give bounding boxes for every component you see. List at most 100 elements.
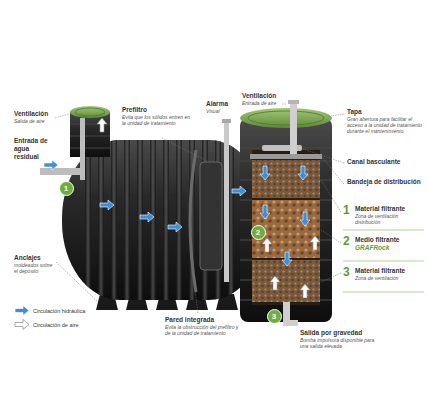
treatment-unit	[290, 102, 297, 154]
treatment-unit	[252, 160, 320, 198]
leader-lines	[195, 290, 198, 313]
hydraulic-flow-arrows	[232, 186, 246, 196]
part-note: Entrada de aire	[242, 100, 286, 106]
treatment-unit	[250, 154, 322, 159]
callout-number: 1	[64, 184, 68, 193]
part-title: Ventilación	[14, 110, 59, 118]
treatment-unit	[320, 239, 332, 240]
leader-lines	[321, 230, 341, 243]
treatment-unit	[240, 299, 252, 300]
treatment-unit	[320, 219, 332, 220]
layer-number: 1	[343, 204, 354, 216]
treatment-unit	[240, 259, 252, 260]
part-note: Bomba impulsora disponible para una sali…	[300, 337, 380, 349]
treatment-unit	[240, 134, 332, 135]
treatment-unit	[240, 160, 252, 161]
air-flow-arrows	[262, 238, 272, 252]
part-note: Evita que los sólidos entren en la unida…	[122, 114, 194, 126]
treatment-unit	[240, 199, 252, 200]
air-flow-arrows	[270, 276, 280, 290]
legend-arrow	[15, 320, 29, 330]
treatment-unit	[248, 111, 324, 125]
septic-tank	[62, 140, 267, 300]
hydraulic-flow-arrows	[168, 222, 182, 232]
treatment-unit	[320, 299, 332, 300]
septic-tank	[137, 140, 143, 300]
leader-lines	[303, 149, 344, 163]
septic-tank	[62, 140, 267, 300]
septic-tank	[200, 162, 222, 270]
air-flow-arrows	[300, 284, 310, 298]
legend-text: Circulación de aire	[33, 322, 79, 328]
callout-circle: 1	[59, 181, 74, 196]
alarm-pipe	[222, 119, 231, 123]
part-title: Ventilación	[242, 92, 286, 100]
septic-tank	[176, 140, 182, 300]
alarm-pipe	[224, 122, 229, 282]
brand-name: GRAFRock	[355, 244, 423, 252]
section-separators	[343, 261, 424, 262]
section-separators	[343, 292, 424, 293]
treatment-unit	[240, 108, 332, 128]
treatment-unit	[252, 260, 320, 302]
inlet-riser	[70, 136, 110, 137]
treatment-unit	[240, 118, 332, 322]
hydraulic-flow-arrows	[282, 252, 292, 266]
layer-title: Material filtrante	[355, 267, 423, 275]
legend-arrow	[14, 319, 30, 330]
part-title: Canal basculante	[347, 158, 423, 166]
part-title: Salida por gravedad	[300, 329, 380, 337]
treatment-unit	[240, 279, 252, 280]
hydraulic-flow-arrows	[44, 160, 310, 266]
part-title: Alarma	[206, 100, 238, 108]
callout-circle: 2	[251, 225, 266, 240]
treatment-unit	[283, 320, 298, 326]
leader-lines	[331, 114, 344, 116]
legend-item: Circulación hidráulica	[14, 305, 85, 316]
leader-lines	[321, 180, 341, 212]
legend-item: Circulación de aire	[14, 319, 79, 330]
part-note: Salida de aire	[14, 118, 59, 124]
alarm-pipe	[222, 119, 231, 282]
part-note: Evita la obstrucción del prefiltro y de …	[165, 324, 245, 336]
septic-tank	[150, 140, 156, 300]
leader-lines	[282, 104, 287, 105]
treatment-unit	[320, 160, 332, 161]
leader-lines	[162, 138, 207, 161]
part-note: Gran abertura para facilitar el acceso a…	[347, 116, 423, 134]
leader-lines	[321, 273, 341, 282]
section-separators	[343, 230, 424, 231]
septic-tank	[189, 140, 195, 300]
part-title: Pared integrada	[165, 316, 245, 324]
part-title: Prefiltro	[122, 106, 194, 114]
leader-lines	[322, 157, 344, 184]
layer-number: 2	[343, 235, 354, 247]
treatment-unit	[288, 100, 299, 104]
septic-tank	[124, 140, 130, 300]
layer-title: Material filtrante	[355, 205, 423, 213]
inlet-riser	[70, 112, 110, 157]
air-flow-arrows	[97, 118, 107, 132]
leader-lines	[56, 262, 98, 302]
section-separators	[343, 230, 424, 292]
part-title: Tapa	[347, 108, 423, 116]
septic-tank	[85, 140, 234, 300]
hydraulic-flow-arrows	[100, 200, 114, 210]
treatment-unit	[240, 219, 252, 220]
legend-text: Circulación hidráulica	[33, 308, 85, 314]
air-flow-arrows	[97, 118, 320, 298]
leader-lines	[55, 114, 69, 118]
layer-note: Zona de ventilación	[355, 275, 423, 281]
septic-tank	[85, 140, 91, 300]
treatment-unit	[240, 100, 332, 326]
callout-number: 2	[256, 228, 260, 237]
septic-tank	[163, 140, 169, 300]
air-flow-arrows	[310, 236, 320, 250]
treatment-unit	[320, 179, 332, 180]
leader-lines	[55, 104, 344, 313]
hydraulic-flow-arrows	[300, 212, 310, 226]
inlet-pipe	[40, 168, 85, 175]
callout-circle: 3	[267, 309, 282, 324]
inlet-riser	[75, 108, 105, 116]
